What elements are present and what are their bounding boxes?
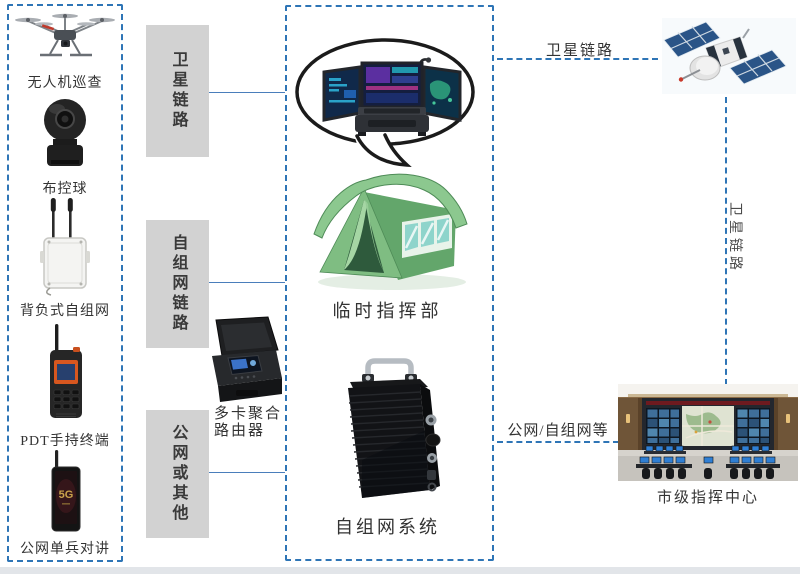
satellite-link-column-label: 卫星链路 <box>169 51 187 131</box>
tent-icon <box>306 170 474 294</box>
connector-line-adhoc <box>209 282 285 283</box>
tent-label: 临时指挥部 <box>332 301 443 321</box>
satellite-right-link-line <box>725 97 727 385</box>
command-center-label: 市级指挥中心 <box>656 490 759 506</box>
public-link-column: 公网或其他 <box>146 410 209 538</box>
satellite-top-link-label: 卫星链路 <box>545 43 614 59</box>
public-phone-label: 公网单兵对讲 <box>20 542 110 557</box>
router-icon <box>206 316 286 408</box>
phone-5g-text: 5G <box>59 489 74 501</box>
router-label-line1: 多卡聚合 <box>214 406 283 422</box>
router-label-line2: 路由器 <box>214 423 266 440</box>
public-net-link-line <box>497 441 619 443</box>
field-devices-group <box>7 4 123 562</box>
bottom-strip <box>0 567 800 574</box>
ptz-ball-label: 布控球 <box>42 182 88 197</box>
pdt-handheld-label: PDT手持终端 <box>20 434 110 449</box>
adhoc-link-column-label: 自组网链路 <box>169 234 187 334</box>
satellite-top-link-line <box>497 58 658 60</box>
satellite-link-column: 卫星链路 <box>146 25 209 157</box>
command-center-image <box>618 384 798 481</box>
manet-system-icon <box>332 356 450 504</box>
manet-system-label: 自组网系统 <box>335 517 440 537</box>
manet-backpack-icon <box>36 196 94 296</box>
adhoc-link-column: 自组网链路 <box>146 220 209 348</box>
satellite-icon <box>648 12 798 98</box>
connector-line-satellite <box>209 92 285 93</box>
connector-line-public <box>209 472 285 473</box>
satellite-right-link-label: 卫星链路 <box>727 202 742 274</box>
public-net-link-label: 公网/自组网等 <box>507 423 609 439</box>
ptz-ball-icon <box>38 94 92 174</box>
public-phone-icon: 5G <box>49 450 83 534</box>
drone-icon <box>14 8 116 62</box>
command-terminal-icon <box>322 56 462 140</box>
drone-label: 无人机巡查 <box>27 76 103 91</box>
command-post-group <box>285 5 494 561</box>
manet-backpack-label: 背负式自组网 <box>20 304 110 319</box>
public-link-column-label: 公网或其他 <box>169 424 187 524</box>
pdt-handheld-icon <box>47 324 85 424</box>
router-label: 多卡聚合 路由器 <box>214 406 294 441</box>
